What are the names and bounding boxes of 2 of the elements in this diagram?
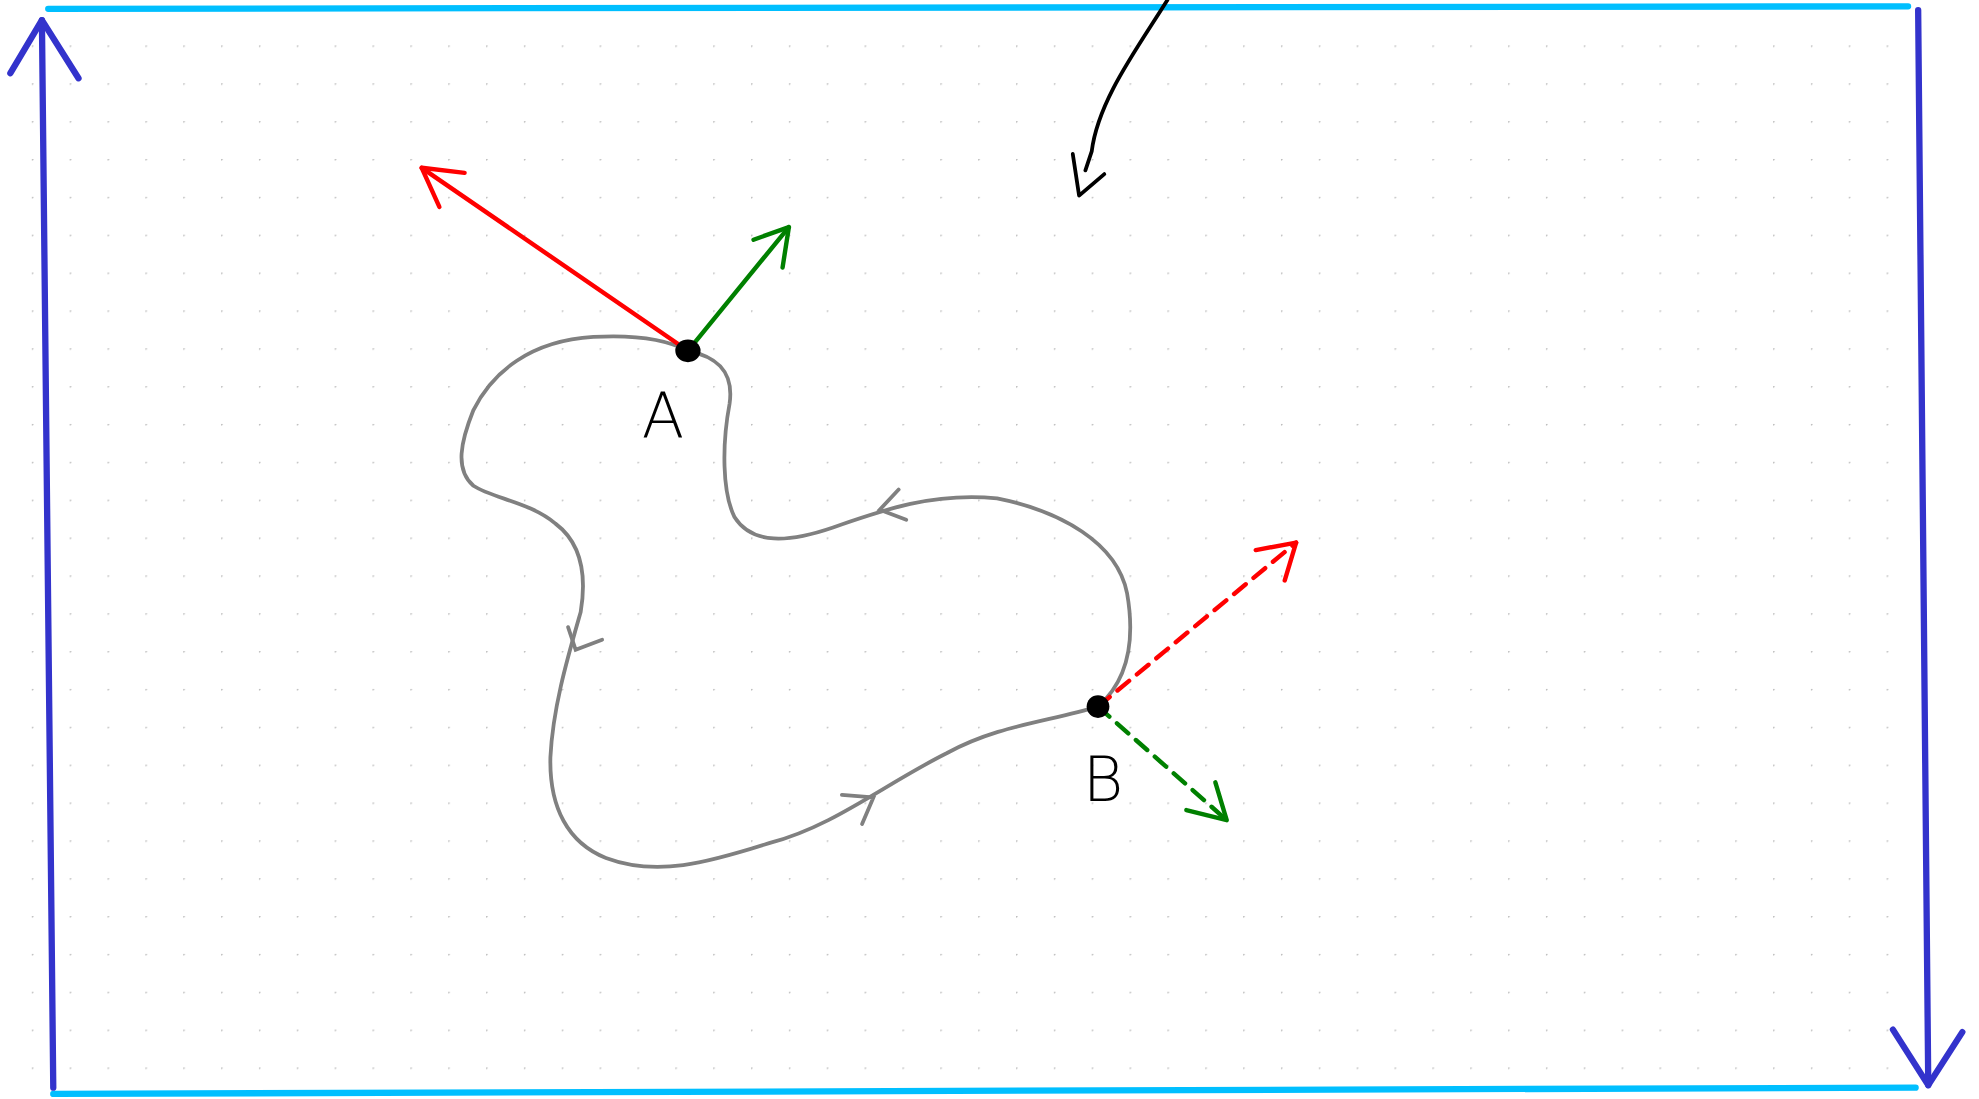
point-label: A: [641, 385, 685, 447]
point-label: B: [1082, 749, 1124, 811]
